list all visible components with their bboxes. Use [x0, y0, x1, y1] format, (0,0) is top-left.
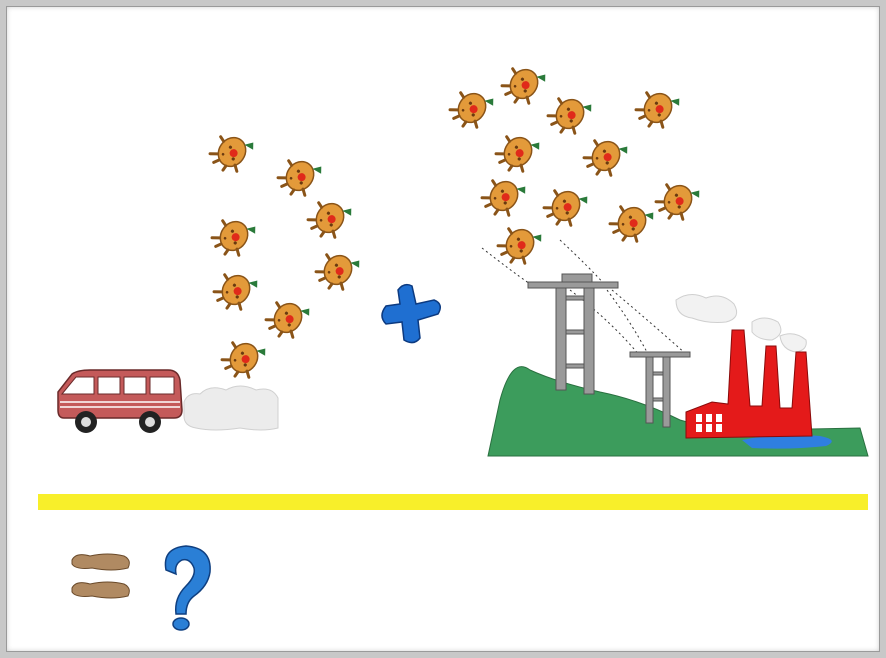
- pollutant-germ-icon: [274, 149, 325, 201]
- factory-pollutant-germs: [446, 57, 703, 269]
- pollutant-germ-icon: [262, 291, 313, 343]
- landscape: [488, 367, 868, 456]
- pollutant-germ-icon: [210, 263, 261, 315]
- pollutant-germ-icon: [304, 191, 355, 243]
- divider-line: [38, 494, 868, 510]
- pollutant-germ-icon: [446, 81, 497, 133]
- equals-icon: [72, 554, 129, 598]
- question-mark-icon: [165, 546, 210, 630]
- pollutant-germ-icon: [606, 195, 657, 247]
- pollutant-germ-icon: [478, 169, 529, 221]
- van-pollutant-germs: [206, 125, 363, 383]
- pollutant-germ-icon: [312, 243, 363, 295]
- van-icon: [58, 370, 182, 433]
- exhaust-smoke-icon: [184, 386, 278, 430]
- pollutant-germ-icon: [544, 87, 595, 139]
- pollutant-germ-icon: [208, 209, 259, 261]
- pollutant-germ-icon: [632, 81, 683, 133]
- pollutant-germ-icon: [580, 129, 631, 181]
- pollutant-germ-icon: [206, 125, 257, 177]
- pollutant-germ-icon: [652, 173, 703, 225]
- pollutant-germ-icon: [492, 125, 543, 177]
- pollutant-germ-icon: [494, 217, 545, 269]
- plus-icon: [382, 285, 440, 343]
- pollutant-germ-icon: [498, 57, 549, 109]
- pollutant-germ-icon: [218, 331, 269, 383]
- pollutant-germ-icon: [540, 179, 591, 231]
